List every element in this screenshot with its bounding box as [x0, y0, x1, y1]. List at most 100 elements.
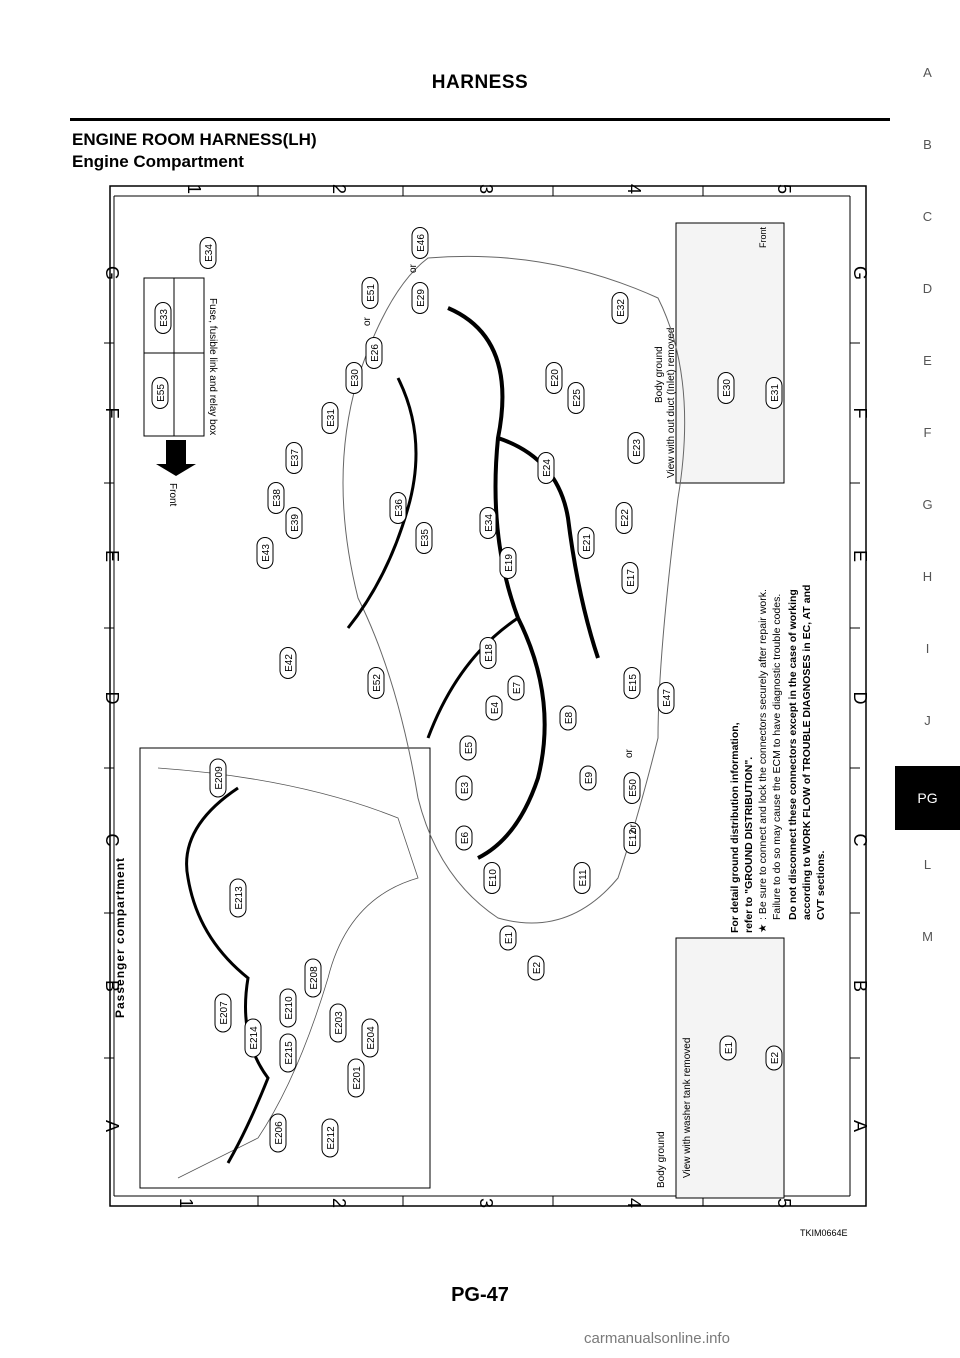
svg-text:E12: E12 [628, 829, 639, 847]
note-line6: according to WORK FLOW of TROUBLE DIAGNO… [801, 585, 813, 920]
engine-connector-e19: E19 [499, 547, 517, 579]
engine-connector-e9: E9 [579, 765, 597, 791]
engine-connector-e47: E47 [657, 682, 675, 714]
passenger-connector-e213: E213 [229, 878, 247, 918]
engine-connector-e1: E1 [499, 925, 517, 951]
svg-text:E50: E50 [628, 779, 639, 797]
engine-outline [342, 255, 686, 924]
svg-text:E19: E19 [504, 554, 515, 572]
svg-text:E30: E30 [350, 369, 361, 387]
page-number: PG-47 [451, 1284, 509, 1306]
engine-connector-e10: E10 [483, 862, 501, 894]
engine-connector-e46: E46 [411, 227, 429, 259]
side-tab-d[interactable]: D [922, 281, 933, 296]
passenger-connector-e214: E214 [244, 1018, 262, 1058]
svg-text:E42: E42 [284, 654, 295, 672]
inset-washer-connector-e2: E2 [765, 1045, 783, 1071]
engine-connector-e38: E38 [267, 482, 285, 514]
grid-letter-left-g: G [102, 266, 122, 280]
main-harness [447, 306, 600, 860]
svg-text:E210: E210 [284, 996, 295, 1020]
svg-text:E203: E203 [334, 1011, 345, 1035]
note-line7: CVT sections. [815, 850, 827, 920]
svg-text:E30: E30 [722, 379, 733, 397]
svg-text:E36: E36 [394, 499, 405, 517]
watermark: carmanualsonline.info [584, 1330, 730, 1347]
inset-duct-connector-e31: E31 [765, 377, 783, 409]
grid-number-top-2: 2 [329, 184, 349, 194]
grid-letter-right-a: A [850, 1120, 868, 1132]
side-tab-b[interactable]: B [923, 137, 932, 152]
svg-text:E2: E2 [532, 961, 543, 974]
side-tab-j[interactable]: J [924, 713, 931, 728]
svg-text:E34: E34 [484, 514, 495, 532]
or-label-1: or [408, 263, 419, 273]
header-rule [70, 118, 890, 121]
engine-connector-e2: E2 [527, 955, 545, 981]
svg-text:E24: E24 [542, 459, 553, 477]
svg-text:E4: E4 [490, 701, 501, 714]
fuse-connector-e34: E34 [199, 237, 217, 269]
grid-number-top-3: 3 [476, 184, 496, 194]
passenger-connector-e212: E212 [321, 1118, 339, 1158]
side-tab-m[interactable]: M [922, 929, 933, 944]
engine-connector-e17: E17 [621, 562, 639, 594]
engine-connector-e35: E35 [415, 522, 433, 554]
side-tab-i[interactable]: I [925, 641, 930, 656]
passenger-panel [139, 747, 431, 1189]
side-tab-pg[interactable]: PG [895, 766, 960, 830]
side-tab-h[interactable]: H [922, 569, 933, 584]
inset-duct-connector-e30: E30 [717, 372, 735, 404]
fuse-box-front-label: Front [167, 483, 178, 507]
engine-connector-e12: E12 [623, 822, 641, 854]
side-tab-a[interactable]: A [923, 65, 932, 80]
svg-text:E43: E43 [261, 544, 272, 562]
side-tab-f[interactable]: F [923, 425, 932, 440]
note-line3: : Be sure to connect and lock the connec… [757, 589, 769, 920]
svg-text:E34: E34 [204, 244, 215, 262]
svg-text:E47: E47 [662, 689, 673, 707]
engine-connector-e5: E5 [459, 735, 477, 761]
svg-text:E38: E38 [272, 489, 283, 507]
grid-number-bottom-1: 1 [176, 1198, 196, 1208]
engine-connector-e4: E4 [485, 695, 503, 721]
engine-connector-e23: E23 [627, 432, 645, 464]
note-line1: For detail ground distribution informati… [729, 722, 741, 933]
fuse-box-label: Fuse, fusible link and relay box [207, 298, 218, 435]
side-tab-e[interactable]: E [923, 353, 932, 368]
passenger-connector-e210: E210 [279, 988, 297, 1028]
svg-text:E23: E23 [632, 439, 643, 457]
passenger-connector-e204: E204 [361, 1018, 379, 1058]
section-title: ENGINE ROOM HARNESS(LH) [72, 130, 317, 149]
passenger-connector-e203: E203 [329, 1003, 347, 1043]
engine-connector-e20: E20 [545, 362, 563, 394]
svg-text:E1: E1 [504, 931, 515, 944]
engine-connector-e37: E37 [285, 442, 303, 474]
side-tab-c[interactable]: C [922, 209, 933, 224]
passenger-harness-line [185, 786, 270, 1164]
grid-letter-right-f: F [850, 408, 868, 419]
harness-diagram: 1 2 3 4 5 1 2 3 4 5 G F E D C B A G F E … [102, 184, 868, 1208]
inset-duct-title1: Body ground [654, 346, 665, 403]
engine-connector-e3: E3 [455, 775, 473, 801]
engine-connector-e21: E21 [577, 527, 595, 559]
svg-text:E208: E208 [309, 966, 320, 990]
svg-text:E214: E214 [249, 1026, 260, 1050]
or-label-4: or [624, 748, 635, 758]
engine-connector-e32: E32 [611, 292, 629, 324]
svg-text:E10: E10 [488, 869, 499, 887]
svg-text:E7: E7 [512, 681, 523, 694]
note-line5: Do not disconnect these connectors excep… [787, 589, 799, 920]
notes-block: For detail ground distribution informati… [729, 585, 827, 933]
side-tab-g[interactable]: G [922, 497, 933, 512]
fuse-connector-e33: E33 [154, 302, 172, 334]
side-tab-l[interactable]: L [923, 857, 932, 872]
branch-harness [346, 377, 519, 739]
note-line2: refer to "GROUND DISTRIBUTION". [743, 757, 755, 933]
svg-text:E21: E21 [582, 534, 593, 552]
engine-connector-e52: E52 [367, 667, 385, 699]
engine-connector-e22: E22 [615, 502, 633, 534]
engine-connector-e18: E18 [479, 637, 497, 669]
grid-letter-right-g: G [850, 266, 868, 280]
passenger-connector-e215: E215 [279, 1033, 297, 1073]
